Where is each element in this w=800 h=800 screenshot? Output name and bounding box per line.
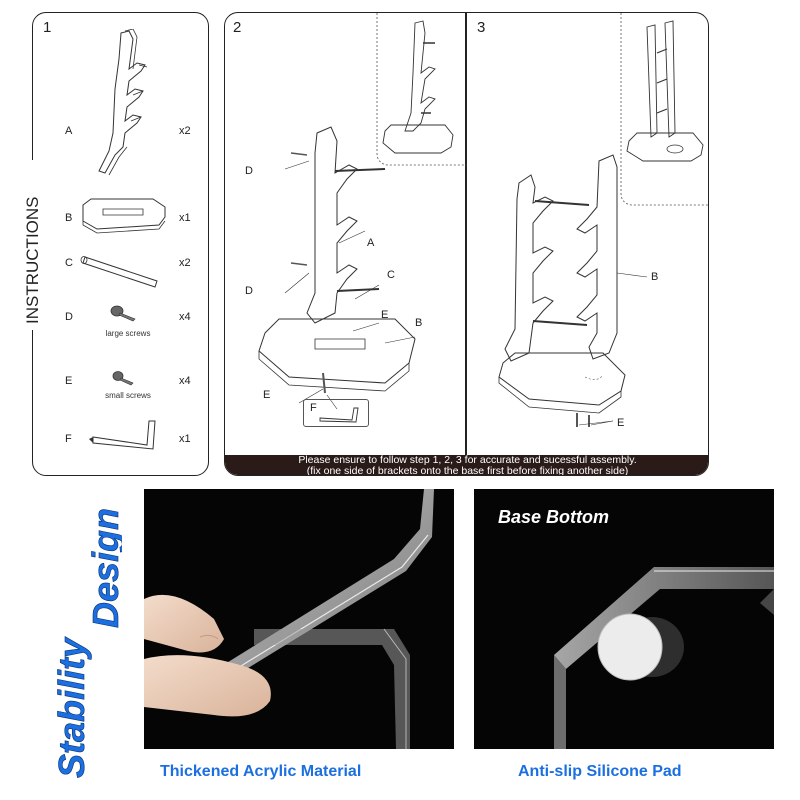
thickened-acrylic-photo	[144, 489, 454, 749]
step-number: 1	[43, 19, 52, 36]
part-qty: x1	[179, 433, 191, 445]
callout-label: A	[367, 237, 375, 249]
step-number: 2	[233, 19, 242, 36]
thickened-acrylic-caption: Thickened Acrylic Material	[160, 763, 362, 780]
part-caption: large screws	[105, 329, 151, 338]
part-qty: x1	[179, 212, 191, 224]
callout-label: B	[651, 271, 659, 283]
instructions-title-text: INSTRUCTIONS	[23, 197, 42, 325]
part-label: C	[65, 257, 73, 269]
callout-label: B	[415, 317, 423, 329]
part-e-small-screw-drawing	[112, 371, 134, 386]
acrylic-edge-illustration	[144, 489, 434, 749]
step-number: 3	[477, 19, 486, 36]
hex-key-inset: F	[303, 399, 369, 427]
part-b-base-drawing	[82, 198, 166, 234]
part-label: A	[65, 125, 73, 137]
part-qty: x4	[179, 311, 191, 323]
callout-label: D	[245, 285, 253, 297]
part-label: F	[65, 433, 72, 445]
instructions-title-background	[20, 160, 42, 330]
callout-label: F	[310, 402, 317, 414]
base-bottom-photo: Base Bottom	[474, 489, 774, 749]
silicone-pad-illustration	[554, 567, 774, 749]
stability-word: Stability	[51, 636, 92, 778]
assembly-notice-banner: Please ensure to follow step 1, 2, 3 for…	[225, 454, 708, 476]
part-caption: small screws	[105, 391, 151, 400]
step-divider	[465, 13, 467, 455]
parts-list-panel: 1 A x2 B x1 C x2 large screws D x4 small…	[32, 12, 209, 476]
part-f-hex-key-drawing	[89, 420, 156, 450]
step2-inset-drawing	[376, 13, 467, 166]
notice-line-2: (fix one side of brackets onto the base …	[306, 465, 629, 476]
callout-label: E	[617, 417, 625, 429]
callout-label: D	[245, 165, 253, 177]
callout-label: C	[387, 269, 395, 281]
part-label: B	[65, 212, 73, 224]
step2-assembly-drawing	[258, 126, 416, 410]
instructions-title: INSTRUCTIONS	[23, 197, 42, 325]
hex-key-icon	[319, 407, 359, 423]
part-label: D	[65, 311, 73, 323]
part-a-bracket-drawing	[98, 29, 148, 176]
step3-assembly-drawing	[498, 154, 648, 427]
part-qty: x4	[179, 375, 191, 387]
step3-inset-drawing	[620, 13, 708, 206]
part-qty: x2	[179, 125, 191, 137]
stability-design-title: Stability Design	[51, 508, 122, 779]
part-label: E	[65, 375, 73, 387]
part-d-large-screw-drawing	[110, 305, 136, 322]
base-bottom-title: Base Bottom	[498, 507, 610, 527]
anti-slip-pad-caption: Anti-slip Silicone Pad	[518, 763, 682, 780]
assembly-steps-panel: 2 3 D A C D E B E	[224, 12, 709, 476]
part-qty: x2	[179, 257, 191, 269]
callout-label: E	[381, 309, 389, 321]
part-c-rod-drawing	[80, 256, 158, 288]
notice-line-1: Please ensure to follow step 1, 2, 3 for…	[298, 454, 637, 466]
callout-label: E	[263, 389, 271, 401]
design-word: Design	[85, 508, 122, 628]
